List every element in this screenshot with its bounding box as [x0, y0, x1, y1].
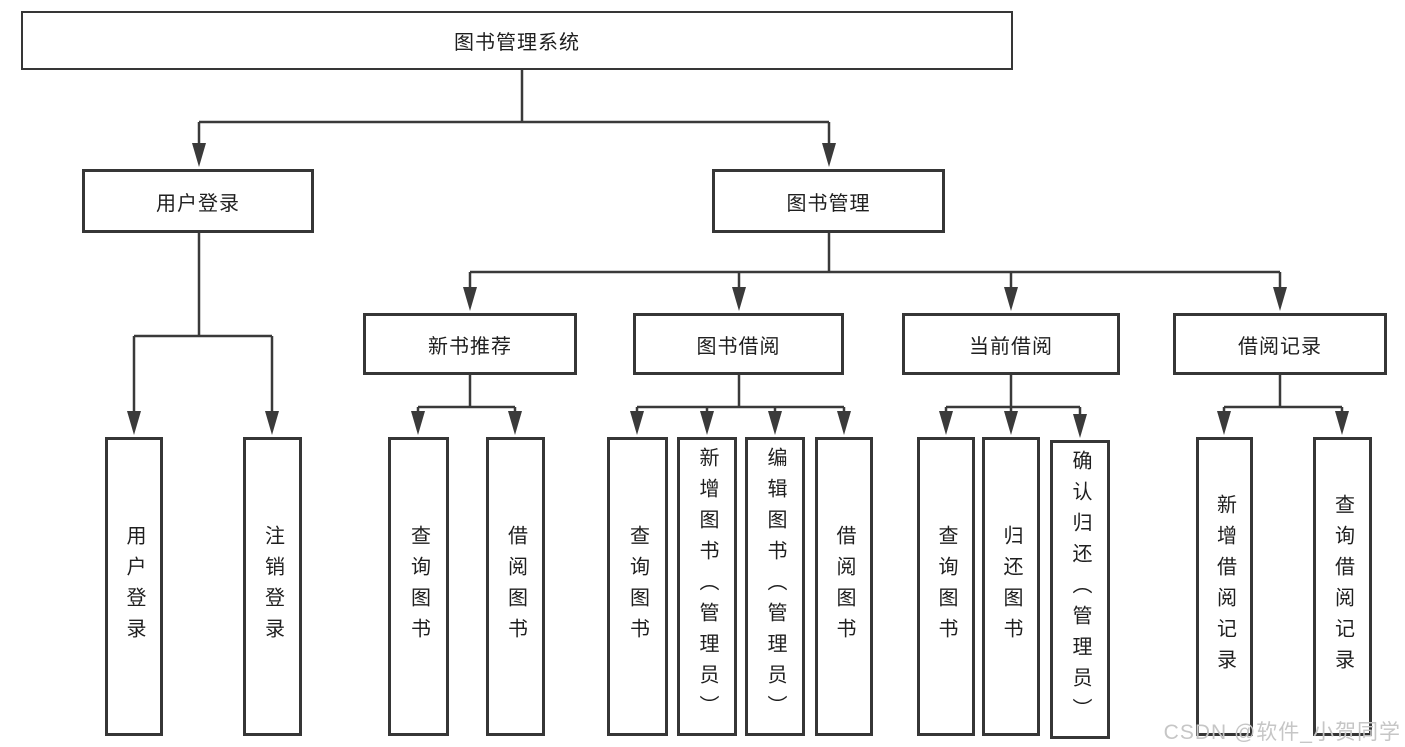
arrowhead	[1335, 411, 1349, 435]
node-new-book-recommend: 新书推荐	[363, 313, 577, 375]
node-borrow-record-label: 借阅记录	[1238, 335, 1322, 358]
node-book-borrow: 图书借阅	[633, 313, 844, 375]
leaf-add-book-admin-label: 新增图书（管理员）	[696, 447, 718, 726]
arrowhead	[127, 411, 141, 435]
arrowheads	[127, 143, 1349, 438]
node-library-management-system-label: 图书管理系统	[454, 32, 580, 54]
arrowhead	[1273, 287, 1287, 311]
arrowhead	[508, 411, 522, 435]
leaf-query-borrow-record: 查询借阅记录	[1313, 437, 1372, 736]
node-user-login: 用户登录	[82, 169, 314, 233]
arrowhead	[1073, 414, 1087, 438]
leaf-borrow-borrow-book-label: 借阅图书	[833, 524, 855, 649]
node-book-management: 图书管理	[712, 169, 945, 233]
node-book-management-label: 图书管理	[786, 192, 871, 215]
arrowhead	[1004, 287, 1018, 311]
arrowhead	[837, 411, 851, 435]
leaf-borrow-borrow-book: 借阅图书	[815, 437, 873, 736]
arrowhead	[1217, 411, 1231, 435]
arrowhead	[411, 411, 425, 435]
leaf-borrow-query-book-label: 查询图书	[626, 524, 649, 649]
csdn-watermark: CSDN @软件_小贺同学	[1163, 721, 1401, 744]
leaf-recommend-query-book-label: 查询图书	[407, 524, 430, 649]
leaf-recommend-borrow-book: 借阅图书	[486, 437, 545, 736]
leaf-user-login-label: 用户登录	[123, 524, 145, 649]
leaf-return-book-label: 归还图书	[1000, 524, 1022, 649]
arrowhead	[192, 143, 206, 167]
arrowhead	[822, 143, 836, 167]
arrowhead	[463, 287, 477, 311]
leaf-edit-book-admin-label: 编辑图书（管理员）	[764, 447, 786, 726]
leaf-borrow-query-book: 查询图书	[607, 437, 668, 736]
leaf-add-book-admin: 新增图书（管理员）	[677, 437, 737, 736]
arrowhead	[1004, 411, 1018, 435]
node-new-book-recommend-label: 新书推荐	[428, 335, 512, 358]
node-library-management-system: 图书管理系统	[21, 11, 1013, 70]
arrowhead	[630, 411, 644, 435]
node-current-borrow: 当前借阅	[902, 313, 1120, 375]
leaf-recommend-borrow-book-label: 借阅图书	[504, 524, 527, 649]
arrowhead	[939, 411, 953, 435]
leaf-logout: 注销登录	[243, 437, 302, 736]
leaf-add-borrow-record-label: 新增借阅记录	[1213, 493, 1236, 680]
leaf-logout-label: 注销登录	[261, 524, 284, 649]
leaf-add-borrow-record: 新增借阅记录	[1196, 437, 1253, 736]
leaf-recommend-query-book: 查询图书	[388, 437, 449, 736]
leaf-user-login: 用户登录	[105, 437, 163, 736]
arrowhead	[768, 411, 782, 435]
arrowhead	[732, 287, 746, 311]
node-user-login-label: 用户登录	[156, 192, 240, 215]
leaf-query-borrow-record-label: 查询借阅记录	[1331, 493, 1354, 680]
leaf-return-book: 归还图书	[982, 437, 1040, 736]
node-borrow-record: 借阅记录	[1173, 313, 1387, 375]
node-book-borrow-label: 图书借阅	[696, 335, 781, 358]
node-current-borrow-label: 当前借阅	[969, 335, 1053, 358]
leaf-current-query-book: 查询图书	[917, 437, 975, 736]
leaf-edit-book-admin: 编辑图书（管理员）	[745, 437, 805, 736]
arrowhead	[700, 411, 714, 435]
leaf-current-query-book-label: 查询图书	[935, 524, 957, 649]
leaf-confirm-return-admin: 确认归还（管理员）	[1050, 440, 1110, 739]
arrowhead	[265, 411, 279, 435]
leaf-confirm-return-admin-label: 确认归还（管理员）	[1069, 450, 1091, 729]
